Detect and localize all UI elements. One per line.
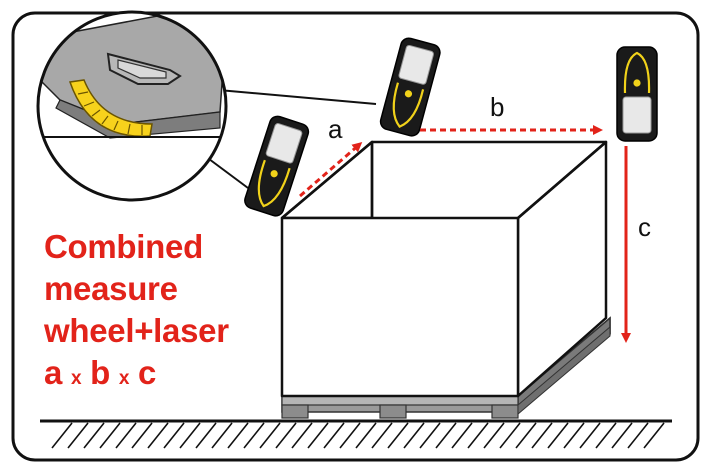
formula-times-2: x	[118, 368, 130, 389]
formula-c: c	[137, 354, 157, 391]
laser-measure-device-icon	[244, 115, 310, 217]
caption-formula: a x b x c	[44, 352, 229, 400]
ground	[40, 419, 672, 449]
dimension-arrow-a	[299, 142, 363, 198]
measuring-wheel-icon	[36, 10, 228, 202]
magnifier-pointer-line	[204, 155, 249, 189]
laser-measure-device-icon	[379, 37, 441, 137]
label-b: b	[490, 92, 504, 122]
caption-line-1: Combined	[44, 228, 203, 265]
caption: Combined measure wheel+laser a x b x c	[44, 226, 229, 400]
label-c: c	[638, 212, 651, 242]
formula-b: b	[90, 354, 110, 391]
pallet-box-icon	[280, 140, 608, 398]
ground-hatch-icon	[51, 422, 665, 449]
formula-a: a	[44, 354, 63, 391]
label-a: a	[328, 114, 343, 144]
caption-line-2: measure	[44, 270, 178, 307]
laser-measure-device-icon	[616, 46, 658, 142]
formula-times-1: x	[70, 368, 82, 389]
caption-line-3: wheel+laser	[44, 312, 229, 349]
